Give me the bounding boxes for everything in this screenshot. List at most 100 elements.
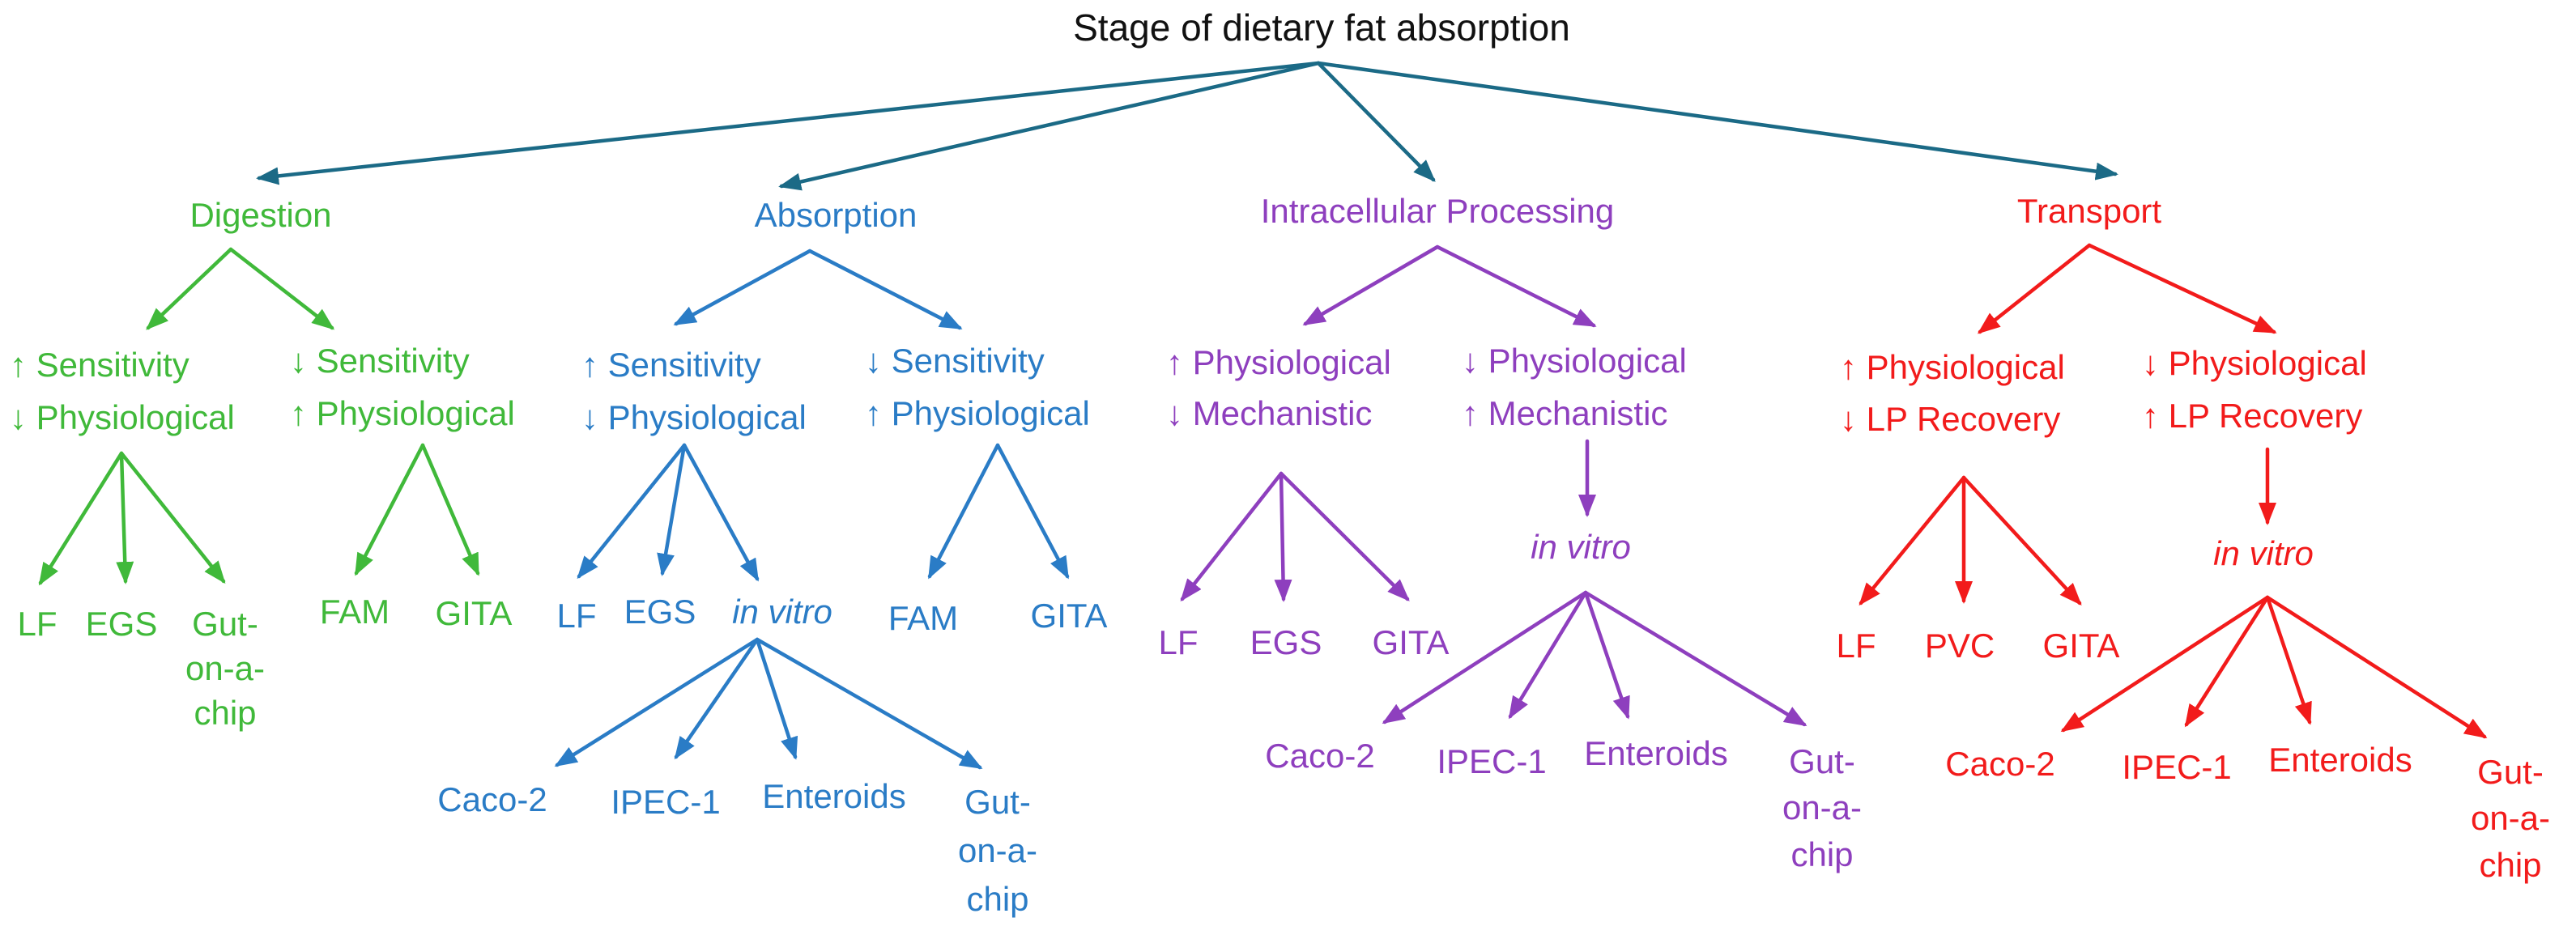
digestion-leaf-gut-line2: on-a- <box>185 649 265 687</box>
edge-root-transport <box>1316 61 2118 181</box>
transport-right-node: ↓ Physiological ↑ LP Recovery <box>2142 344 2367 435</box>
edge-transport-enteroids <box>2265 595 2312 725</box>
digestion-right-node: ↓ Sensitivity ↑ Physiological <box>290 342 515 432</box>
edge-intracellular-lf <box>1180 471 1284 602</box>
digestion-left-node: ↑ Sensitivity ↓ Physiological <box>10 346 235 436</box>
intracellular-leaf-enteroids: Enteroids <box>1584 734 1727 772</box>
absorption-leaf-ipec1: IPEC-1 <box>611 783 720 821</box>
absorption-leaf-caco2: Caco-2 <box>437 780 547 818</box>
transport-left-node: ↑ Physiological ↓ LP Recovery <box>1840 348 2065 438</box>
intracellular-edges <box>1180 244 1807 727</box>
absorption-left-line2: ↓ Physiological <box>581 398 807 436</box>
intracellular-right-line2: ↑ Mechanistic <box>1462 394 1667 432</box>
edge-absorption-egs <box>657 443 687 576</box>
edge-absorption-gita <box>995 443 1070 580</box>
transport-leaf-gut-line2: on-a- <box>2471 799 2550 837</box>
digestion-leaf-fam: FAM <box>320 593 390 631</box>
edge-transport-left <box>1977 243 2092 334</box>
edge-digestion-gut <box>119 451 226 584</box>
edge-absorption-gut <box>755 637 983 770</box>
edge-transport-lf <box>1859 475 1966 606</box>
digestion-left-line2: ↓ Physiological <box>10 398 235 436</box>
node-transport: Transport <box>2017 192 2162 230</box>
node-intracellular-processing: Intracellular Processing <box>1261 192 1615 230</box>
digestion-leaf-egs: EGS <box>86 605 158 643</box>
absorption-leaf-gut-line3: chip <box>966 880 1028 918</box>
absorption-edges <box>554 249 1070 770</box>
branch-intracellular: Intracellular Processing ↑ Physiological… <box>1158 192 1862 873</box>
absorption-right-node: ↓ Sensitivity ↑ Physiological <box>865 342 1090 432</box>
transport-left-line2: ↓ LP Recovery <box>1840 400 2060 438</box>
absorption-left-line1: ↑ Sensitivity <box>581 346 761 384</box>
edge-absorption-ipec1 <box>674 637 760 760</box>
intracellular-leaf-lf: LF <box>1158 623 1198 661</box>
edge-absorption-enteroids <box>755 637 798 760</box>
edge-intracellular-gita <box>1279 471 1410 601</box>
edge-root-intracellular <box>1316 61 1436 182</box>
branch-absorption: Absorption ↑ Sensitivity ↓ Physiological… <box>437 196 1107 918</box>
intracellular-leaf-caco2: Caco-2 <box>1265 737 1374 775</box>
edge-intracellular-ipec1 <box>1508 590 1588 720</box>
digestion-leaf-gita: GITA <box>436 594 513 632</box>
edge-absorption-right <box>807 249 963 330</box>
transport-leaf-caco2: Caco-2 <box>1945 745 2054 783</box>
intracellular-leaf-gut-line1: Gut- <box>1789 742 1855 780</box>
edge-intracellular-egs <box>1274 471 1292 602</box>
edge-intracellular-gut <box>1583 590 1807 727</box>
edge-digestion-left <box>146 247 233 330</box>
edge-absorption-in-vitro <box>682 443 760 582</box>
edge-intracellular-right <box>1435 244 1597 328</box>
absorption-leaf-enteroids: Enteroids <box>762 777 905 815</box>
absorption-in-vitro: in vitro <box>732 593 832 631</box>
intracellular-left-line2: ↓ Mechanistic <box>1166 394 1372 432</box>
absorption-right-line1: ↓ Sensitivity <box>865 342 1045 380</box>
transport-leaf-pvc: PVC <box>1925 627 1995 665</box>
branch-digestion: Digestion ↑ Sensitivity ↓ Physiological … <box>10 196 515 732</box>
intracellular-left-line1: ↑ Physiological <box>1166 343 1391 381</box>
absorption-left-node: ↑ Sensitivity ↓ Physiological <box>581 346 807 436</box>
intracellular-in-vitro: in vitro <box>1531 528 1631 566</box>
branch-transport: Transport ↑ Physiological ↓ LP Recovery … <box>1836 192 2550 884</box>
transport-right-line1: ↓ Physiological <box>2142 344 2367 382</box>
absorption-leaf-lf: LF <box>556 597 596 635</box>
transport-leaf-gut-line1: Gut- <box>2477 753 2544 791</box>
edge-digestion-gita <box>420 443 480 576</box>
intracellular-right-node: ↓ Physiological ↑ Mechanistic <box>1462 342 1687 432</box>
intracellular-leaf-gut-line2: on-a- <box>1782 788 1862 826</box>
edge-transport-gita <box>1961 475 2082 605</box>
digestion-edges <box>38 247 480 586</box>
absorption-leaf-gut-line2: on-a- <box>958 831 1037 869</box>
edge-absorption-fam <box>927 443 1000 580</box>
edge-digestion-lf <box>38 451 124 586</box>
intracellular-right-line1: ↓ Physiological <box>1462 342 1687 380</box>
absorption-leaf-gita: GITA <box>1031 597 1108 635</box>
node-digestion: Digestion <box>189 196 331 234</box>
edge-root-absorption <box>778 61 1321 191</box>
edge-intracellular-enteroids <box>1583 590 1630 720</box>
edge-root-digestion <box>256 61 1321 185</box>
edge-absorption-caco2 <box>554 637 760 767</box>
absorption-leaf-gut-line1: Gut- <box>964 783 1031 821</box>
digestion-right-line2: ↑ Physiological <box>290 394 515 432</box>
edge-absorption-left <box>673 249 812 326</box>
edge-digestion-fam <box>354 443 425 576</box>
edge-transport-gut <box>2265 595 2488 739</box>
transport-edges <box>1859 243 2488 739</box>
edge-transport-ipec1 <box>2184 595 2270 728</box>
absorption-leaf-fam: FAM <box>888 599 958 637</box>
edge-transport-caco2 <box>2060 595 2270 733</box>
digestion-leaf-gut-line3: chip <box>194 694 256 732</box>
digestion-leaf-lf: LF <box>17 605 57 643</box>
edge-digestion-right <box>228 247 335 330</box>
edge-intracellular-left <box>1302 244 1440 326</box>
node-absorption: Absorption <box>755 196 918 234</box>
intracellular-leaf-gita: GITA <box>1373 623 1450 661</box>
transport-leaf-lf: LF <box>1836 627 1876 665</box>
intracellular-leaf-egs: EGS <box>1250 623 1322 661</box>
transport-in-vitro: in vitro <box>2213 534 2314 572</box>
intracellular-left-node: ↑ Physiological ↓ Mechanistic <box>1166 343 1391 432</box>
transport-leaf-gita: GITA <box>2043 627 2120 665</box>
transport-right-line2: ↑ LP Recovery <box>2142 397 2362 435</box>
transport-left-line1: ↑ Physiological <box>1840 348 2065 386</box>
